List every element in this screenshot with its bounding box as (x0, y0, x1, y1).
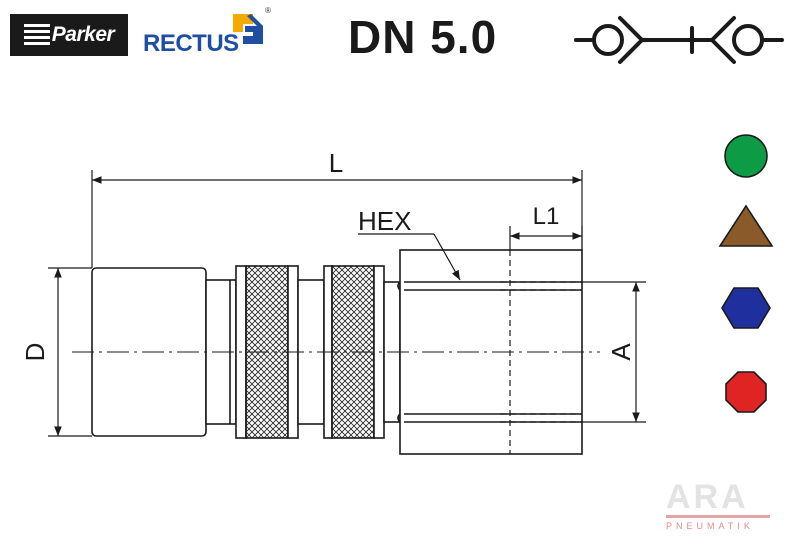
dimension-thread-label: A (606, 343, 636, 361)
rectus-logo: RECTUS ® (143, 6, 283, 60)
parker-logo: Parker (10, 14, 128, 56)
blue-hexagon-icon (721, 287, 771, 329)
parker-logo-text: Parker (51, 23, 115, 46)
material-symbols (718, 134, 774, 413)
rectus-logo-text: RECTUS (143, 30, 239, 57)
dimension-thread-length-label: L1 (533, 203, 560, 230)
ara-brand-text: ARA (666, 478, 749, 516)
ara-divider (666, 515, 770, 518)
dimension-diameter (48, 267, 92, 437)
dimension-thread-length (509, 226, 583, 250)
coupling-body (91, 249, 583, 455)
nominal-diameter-title: DN 5.0 (348, 11, 498, 63)
dimension-thread (582, 281, 646, 423)
hex-leader (358, 233, 461, 281)
ara-pneumatik-watermark: ARA PNEUMATIK (662, 478, 776, 538)
dimension-length-label: L (329, 148, 343, 178)
ara-brand-subtext: PNEUMATIK (666, 521, 754, 531)
red-octagon-icon (725, 371, 767, 413)
green-circle-icon (724, 134, 768, 178)
coupling-symbol-icon (574, 16, 784, 64)
registered-mark: ® (265, 6, 271, 15)
brown-triangle-icon (718, 204, 774, 247)
rectus-r-icon (233, 14, 263, 44)
dimension-hex-label: HEX (358, 206, 411, 236)
dimension-diameter-label: D (20, 343, 50, 362)
parker-stripes-icon (23, 24, 50, 46)
